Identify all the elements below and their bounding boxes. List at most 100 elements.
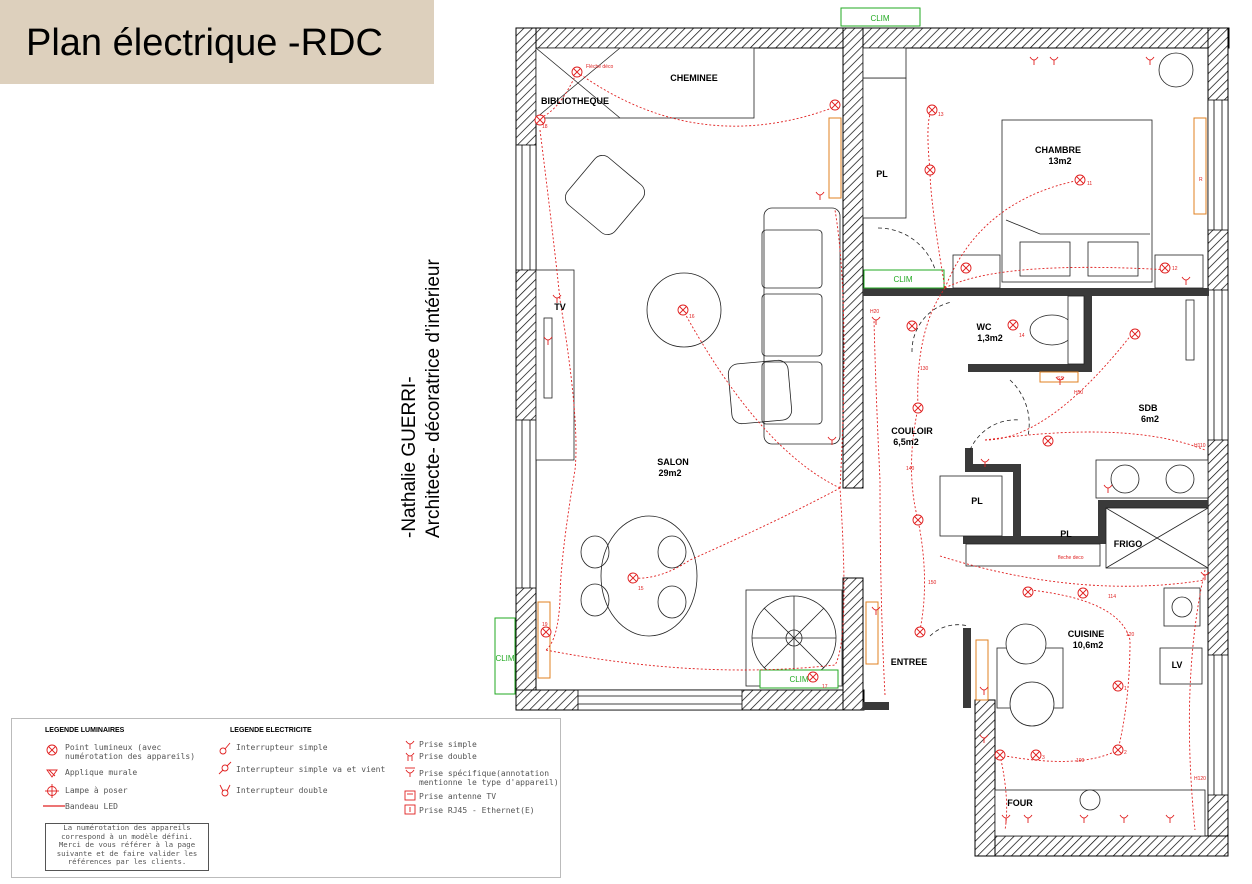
light-14-icon [1007,319,1019,331]
tag-n130: 130 [920,366,929,372]
tag-n18: 18 [542,124,548,130]
tag-n120: 120 [1126,632,1135,638]
tag-n3: 3 [1042,755,1045,761]
light-18-icon [571,66,583,78]
tag-n140: 140 [906,466,915,472]
note-line-1: La numérotation des appareils [63,823,191,832]
applique-icon [46,769,58,778]
legend-prise-tv: Prise antenne TV [419,792,497,801]
tag-fleche-deco-1: Flèche déco [586,64,613,70]
tag-h110: H110 [1194,443,1206,449]
light-wall-icon [829,99,841,111]
note-line-4: suivante et de faire valider les [56,848,198,858]
legend-prise-spec-2: mentionne le type d'appareil) [419,778,559,787]
windows [515,99,1229,796]
tag-r: R [1199,177,1203,183]
label-cuisine: CUISINE [1068,629,1105,639]
room-labels: BIBLIOTHEQUE CHEMINEE CHAMBRE 13m2 PL TV… [541,73,1182,808]
tag-n17: 17 [822,684,828,690]
legend-electricite-title: LEGENDE ELECTRICITE [230,727,312,734]
label-wc: WC [977,322,992,332]
label-lv: LV [1172,660,1183,670]
socket-salon-1-icon [815,191,825,201]
prise-specifique-icon [405,767,415,777]
label-bibliotheque: BIBLIOTHEQUE [541,96,609,106]
light-13-icon [926,104,938,116]
light-11-icon [1074,174,1086,186]
wiring [539,71,1206,831]
label-couloir: COULOIR [891,426,933,436]
legend-prise-double: Prise double [419,752,477,761]
tag-n150: 150 [928,580,937,586]
light-13b-icon [924,164,936,176]
page-title: Plan électrique -RDC [26,22,383,64]
label-cheminee: CHEMINEE [670,73,718,83]
label-sdb-area: 6m2 [1141,414,1159,424]
note-line-2: correspond à un modèle défini. [61,831,193,841]
light-12-icon [1159,262,1171,274]
light-sdb-icon [1129,328,1141,340]
tag-h120: H120 [1194,776,1206,782]
legend-luminaires-title: LEGENDE LUMINAIRES [45,727,125,734]
socket-chambre-2-icon [1049,56,1059,66]
tag-n114: 114 [1108,594,1116,600]
tag-fleche-deco-2: fleche deco [1058,555,1084,561]
label-entree: ENTREE [891,657,928,667]
tag-n11: 11 [1087,181,1092,187]
label-cuisine-area: 10,6m2 [1073,640,1104,650]
legend-inter-vv: Interrupteur simple va et vient [236,765,386,774]
salon-furniture [535,47,843,687]
tag-n1: 1 [1124,686,1127,692]
tag-n14: 14 [1019,333,1025,339]
legend-prise-rj45: Prise RJ45 - Ethernet(E) [419,806,535,815]
prise-rj45-icon [404,804,416,815]
tag-n12: 12 [1172,266,1178,272]
legend-point-lumineux-2: numérotation des appareils) [65,752,196,761]
socket-chambre-3-icon [1145,56,1155,66]
label-salon-area: 29m2 [658,468,681,478]
light-cuisine-1-icon [1022,586,1034,598]
prise-tv-icon [404,790,416,801]
tag-n2: 2 [1124,750,1127,756]
clim-label-chambre: CLIM [893,275,912,284]
title-banner: Plan électrique -RDC [0,0,434,84]
light-cuisine-4-icon [1112,744,1124,756]
light-cuisine-3-icon [1112,680,1124,692]
legend-lampe: Lampe à poser [65,786,128,795]
radiators [537,117,1207,701]
light-entree-icon [914,626,926,638]
light-cuisine-6-icon [994,749,1006,761]
tag-n19: 19 [542,622,548,628]
prise-double-icon [405,752,415,761]
bandeau-led-icon [43,805,65,807]
interior-walls [863,288,1209,710]
socket-couloir-icon [871,316,881,326]
legend-bandeau: Bandeau LED [65,802,118,811]
fixtures [939,295,1209,837]
clim-units [494,7,945,695]
light-cuisine-5-icon [1030,749,1042,761]
legend-inter-simple: Interrupteur simple [236,743,328,752]
label-tv: TV [554,302,566,312]
tag-n16: 16 [689,314,695,320]
tag-ss: SS [1057,376,1064,382]
clim-label-salon: CLIM [495,654,514,663]
label-pl-cuisine: PL [1060,529,1072,539]
tag-h20: H20 [870,309,879,315]
socket-entree-icon [871,606,881,616]
label-four: FOUR [1007,798,1033,808]
label-pl-couloir: PL [971,496,983,506]
clim-labels: CLIM CLIM CLIM CLIM [495,14,912,684]
lampe-icon [45,784,59,798]
legend-panel: LEGENDE LUMINAIRES LEGENDE ELECTRICITE P… [11,718,561,878]
legend-prise-simple: Prise simple [419,740,477,749]
light-couloir-1-icon [906,320,918,332]
numbering-note: La numérotation des appareils correspond… [45,823,209,871]
label-sdb: SDB [1138,403,1158,413]
label-salon: SALON [657,457,689,467]
clim-label-top: CLIM [870,14,889,23]
inter-vv-icon [218,761,232,775]
light-16-icon [677,304,689,316]
light-couloir-2-icon [912,402,924,414]
note-line-3: Merci de vous référer à la page [58,840,196,850]
